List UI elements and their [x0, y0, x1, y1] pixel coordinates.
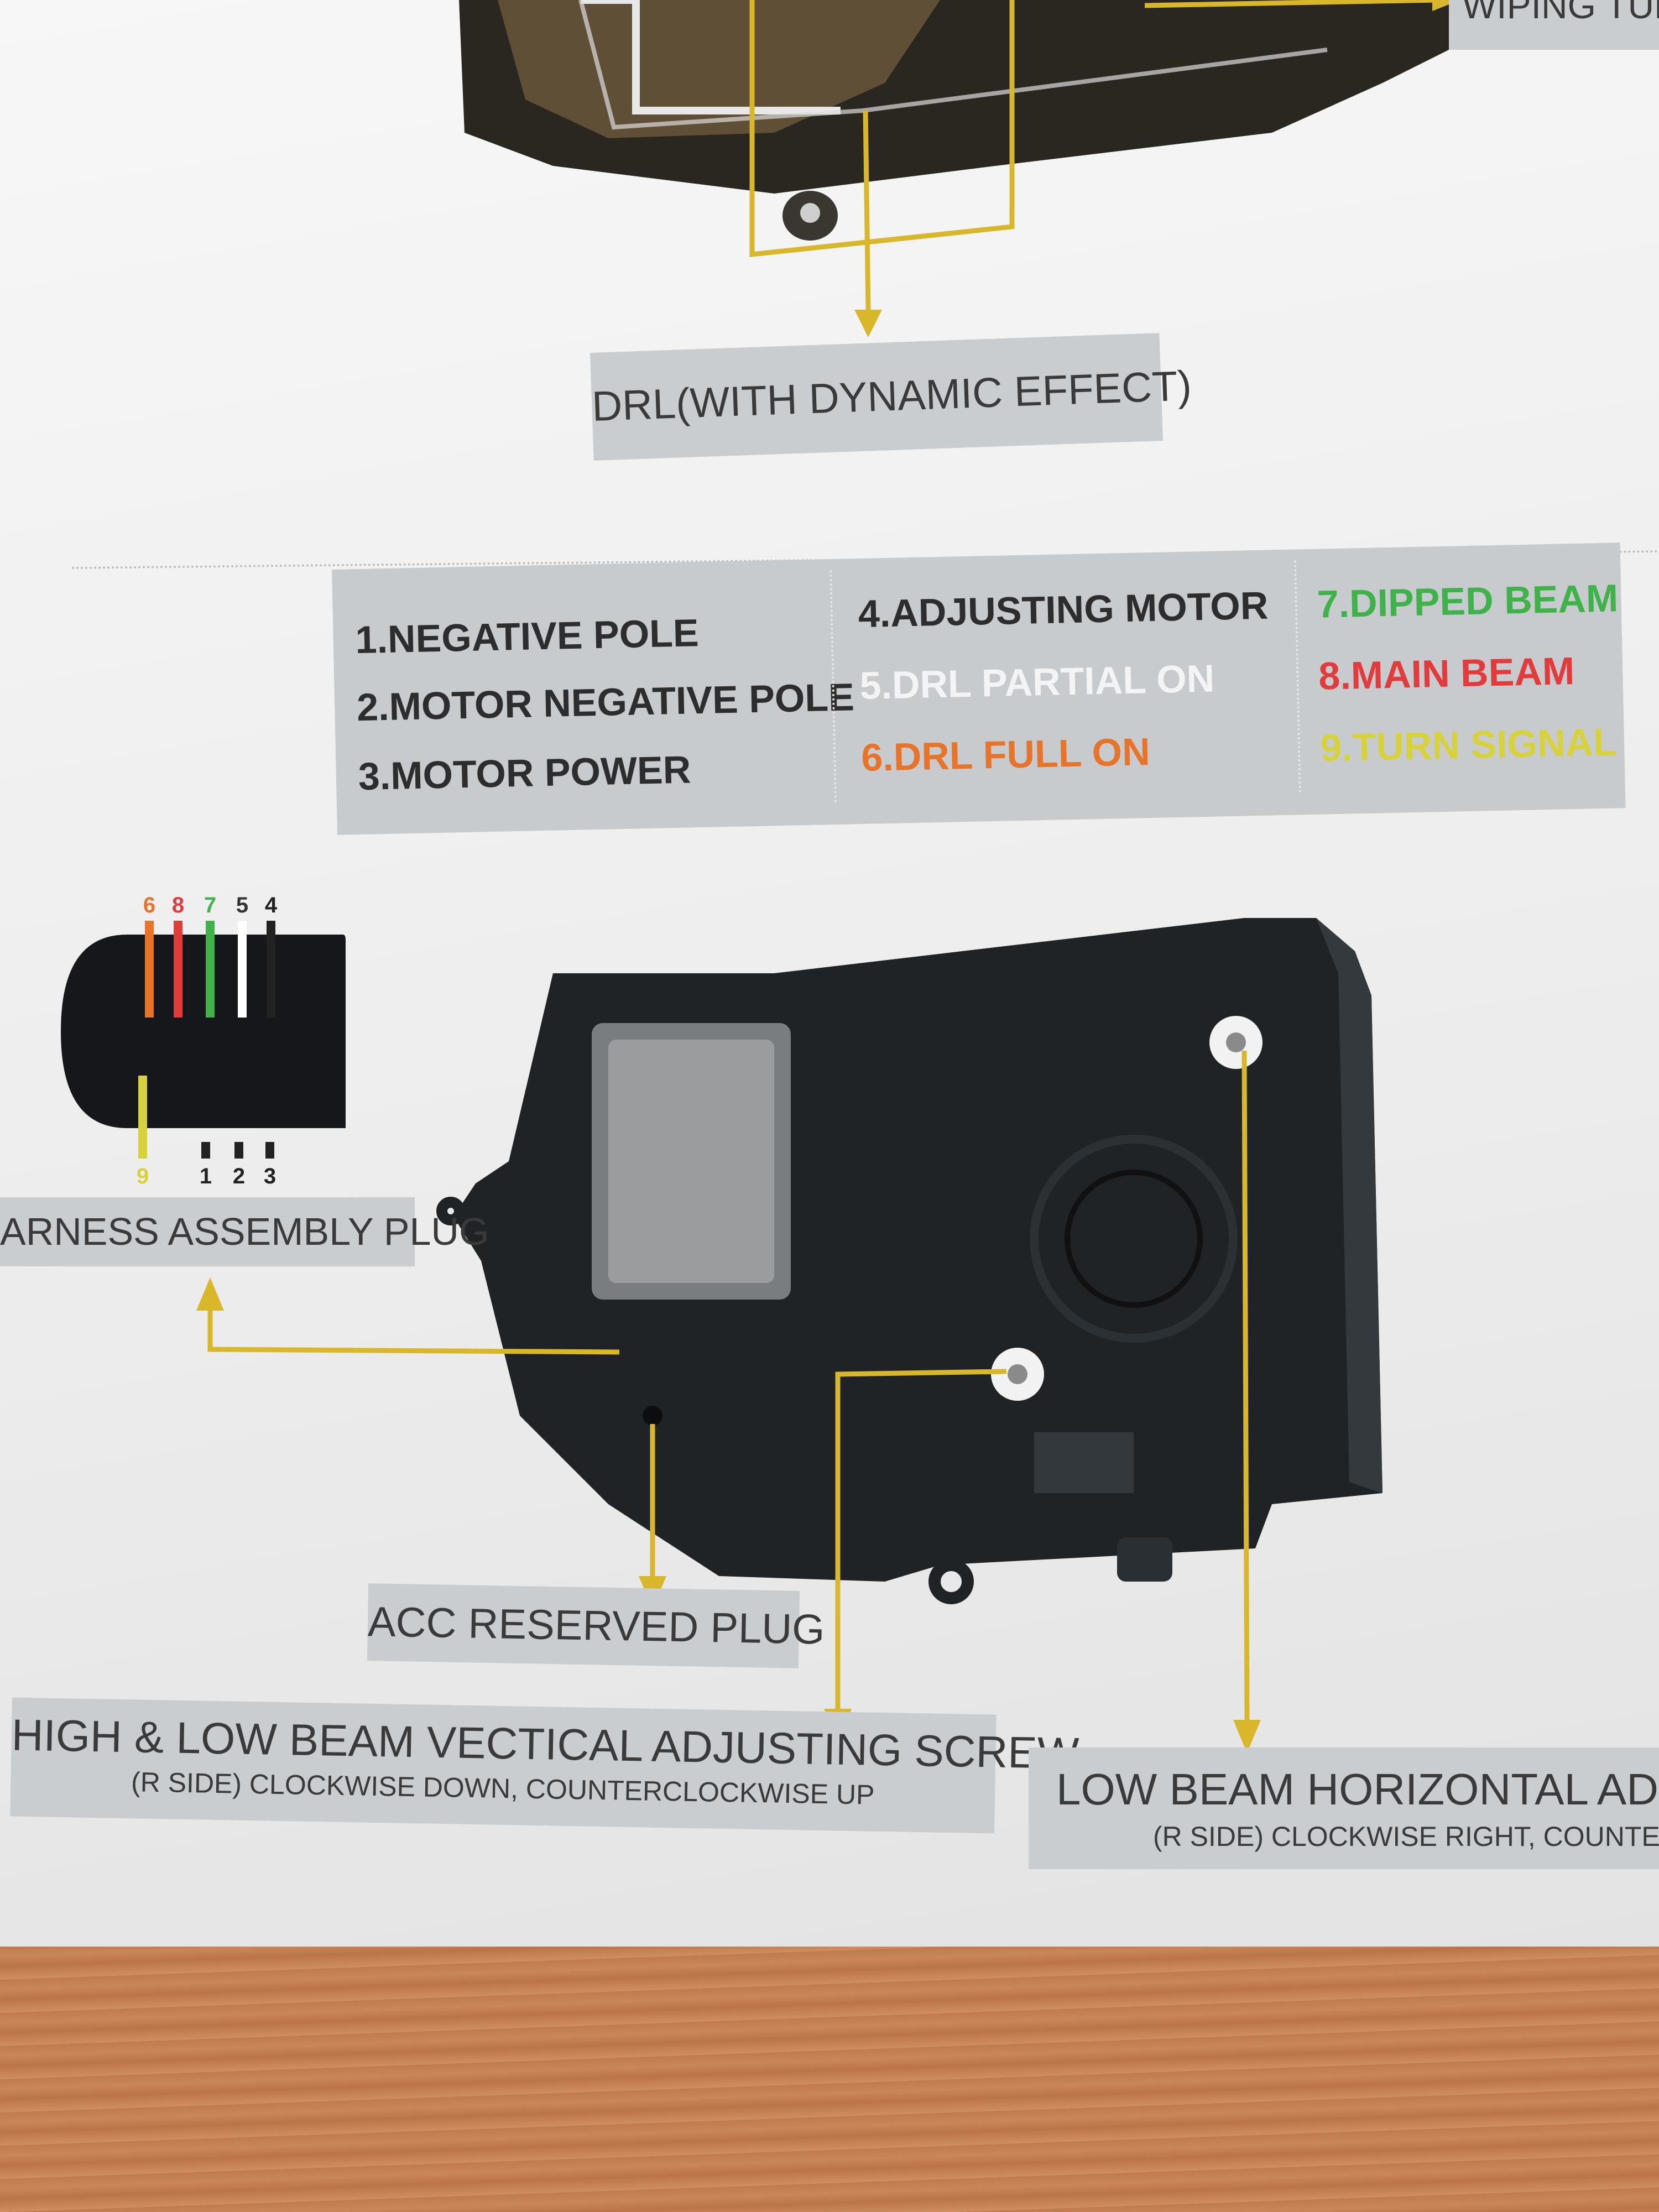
- legend-item-4: 4.ADJUSTING MOTOR: [858, 583, 1269, 636]
- pin-6-number: 6: [143, 893, 155, 917]
- legend-item-7: 7.DIPPED BEAM: [1316, 576, 1619, 626]
- horizontal-screw-subtitle: (R SIDE) CLOCKWISE RIGHT, COUNTERC: [1153, 1821, 1659, 1852]
- pin-1-number: 1: [200, 1164, 212, 1188]
- legend-item-8: 8.MAIN BEAM: [1318, 649, 1575, 698]
- vertical-adjusting-screw: [991, 1348, 1044, 1401]
- harness-plug-text: ARNESS ASSEMBLY PLUG: [0, 1210, 489, 1253]
- acc-plug-text: ACC RESERVED PLUG: [367, 1598, 826, 1653]
- legend-item-9: 9.TURN SIGNAL: [1319, 720, 1618, 770]
- pin-legend: 1.NEGATIVE POLE 2.MOTOR NEGATIVE POLE 3.…: [332, 542, 1626, 835]
- pin-2-number: 2: [233, 1164, 245, 1188]
- drl-label: DRL(WITH DYNAMIC EFFECT): [589, 333, 1192, 461]
- drl-arrow: [749, 0, 1438, 310]
- wiping-turn-text: WIPING TUR: [1462, 0, 1659, 26]
- pin-5-number: 5: [236, 893, 248, 917]
- harness-plug-label: ARNESS ASSEMBLY PLUG: [0, 1197, 489, 1266]
- legend-item-3: 3.MOTOR POWER: [358, 748, 692, 799]
- wooden-table: [0, 1947, 1659, 2212]
- headlight-housing: [436, 918, 1383, 1604]
- vertical-screw-arrow: [835, 1369, 1007, 1712]
- horizontal-screw-arrow: [1241, 1050, 1250, 1720]
- drl-label-text: DRL(WITH DYNAMIC EFFECT): [591, 362, 1193, 430]
- pin-8-number: 8: [172, 893, 184, 917]
- pin-9-number: 9: [137, 1164, 149, 1188]
- horizontal-screw-label: LOW BEAM HORIZONTAL ADJU (R SIDE) CLOCKW…: [1029, 1747, 1659, 1869]
- legend-item-5: 5.DRL PARTIAL ON: [859, 656, 1215, 708]
- harness-arrow: [207, 1308, 620, 1355]
- vertical-screw-label: HIGH & LOW BEAM VECTICAL ADJUSTING SCREW…: [10, 1697, 1079, 1834]
- pin-4-number: 4: [265, 893, 278, 917]
- legend-item-1: 1.NEGATIVE POLE: [354, 611, 700, 662]
- top-headlight-image: [459, 0, 1482, 241]
- legend-item-2: 2.MOTOR NEGATIVE POLE: [356, 675, 855, 729]
- horizontal-adjusting-screw: [1209, 1016, 1262, 1069]
- horizontal-screw-title: LOW BEAM HORIZONTAL ADJU: [1056, 1765, 1659, 1814]
- legend-divider-2: [1294, 560, 1301, 793]
- pin-7-number: 7: [204, 893, 216, 917]
- pin-3-number: 3: [264, 1164, 276, 1188]
- legend-item-6: 6.DRL FULL ON: [860, 730, 1151, 780]
- acc-plug-label: ACC RESERVED PLUG: [367, 1583, 825, 1668]
- wiping-turn-label: WIPING TUR: [1449, 0, 1659, 50]
